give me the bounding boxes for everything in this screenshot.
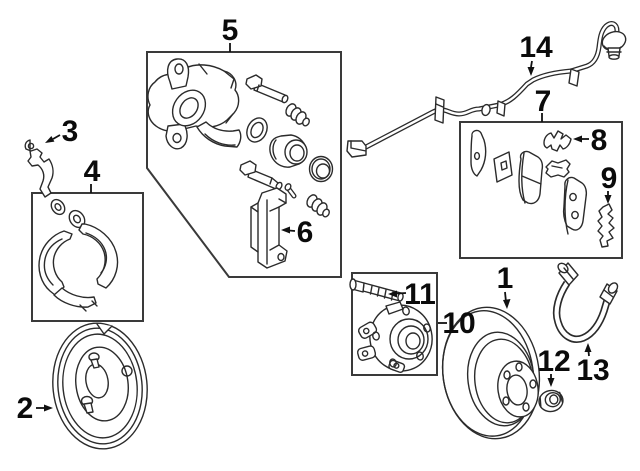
retainer-clip-lower	[545, 159, 571, 178]
callout-13: 13	[576, 343, 610, 387]
lever-pivot-hole	[27, 142, 35, 150]
wire-bracket-1	[434, 96, 445, 124]
wire-bracket-3	[568, 68, 580, 87]
parking-brake-shoe-kit	[38, 198, 119, 312]
callout-5-label: 5	[222, 14, 239, 47]
callout-12-label: 12	[537, 345, 570, 378]
rotor-center-bore	[506, 374, 528, 406]
kit-box-caliper	[146, 51, 342, 278]
callout-7: 7	[535, 85, 552, 122]
callout-12: 12	[537, 345, 571, 387]
caliper-ear-bottom	[165, 123, 188, 150]
pin-boot-upper	[285, 103, 310, 127]
callout-6-label: 6	[297, 216, 314, 249]
kit-box-hub	[351, 272, 438, 376]
wheel-stud	[349, 278, 404, 302]
callout-6: 6	[281, 216, 313, 249]
brake-pad-inner	[518, 150, 544, 205]
callout-9-label: 9	[601, 162, 618, 195]
shield-stud-bottom	[80, 395, 94, 414]
piston-seal	[246, 117, 268, 143]
callout-14: 14	[519, 31, 553, 76]
pin-boot-lower	[306, 194, 330, 218]
brake-caliper	[147, 58, 242, 150]
callout-2-label: 2	[17, 392, 34, 425]
wire-grommet-clip	[481, 103, 491, 117]
hub-ear-1	[357, 321, 378, 339]
callout-10: 10	[438, 307, 476, 340]
brake-shoe-right	[78, 223, 119, 289]
shield-notch	[96, 323, 113, 335]
rotor-bolt-holes	[502, 362, 537, 412]
hose-fitting-right	[599, 282, 619, 305]
piston-dust-boot	[308, 155, 334, 183]
rotor-hat	[497, 360, 539, 418]
callout-2: 2	[17, 392, 53, 425]
abs-sensor-wire	[346, 21, 627, 158]
retainer-clip-upper	[543, 130, 572, 152]
wire-bracket-2	[496, 100, 506, 117]
callout-4: 4	[84, 155, 101, 193]
callout-11-label: 11	[404, 278, 436, 311]
splash-shield	[52, 322, 148, 450]
hub-nut	[538, 389, 564, 413]
caliper-mount-bracket	[250, 187, 288, 269]
shoe-strut	[53, 287, 97, 308]
brake-pad-outer	[562, 176, 588, 235]
brake-shoe-left	[38, 230, 73, 296]
kit-box-pads	[459, 121, 623, 259]
callout-3-label: 3	[62, 115, 79, 148]
caliper-jaw	[196, 121, 242, 148]
guide-pin-upper	[245, 74, 289, 104]
callout-1: 1	[497, 262, 514, 309]
callout-8-label: 8	[591, 124, 608, 157]
kit-box-shoes	[31, 192, 144, 322]
hose-fitting-left	[557, 262, 579, 286]
callout-1-label: 1	[497, 262, 514, 295]
callout-8: 8	[573, 124, 607, 157]
sensor-head	[601, 30, 627, 60]
hub-ear-2	[356, 345, 377, 361]
callout-4-label: 4	[84, 155, 101, 188]
callout-14-label: 14	[519, 31, 553, 64]
parking-brake-lever	[24, 139, 54, 198]
callout-7-label: 7	[535, 85, 552, 118]
brake-pad-kit	[470, 129, 615, 248]
guide-pin-lower	[239, 160, 283, 191]
hub-bolt-holes	[372, 306, 431, 368]
pad-shim-inner	[493, 151, 513, 183]
caliper-piston	[269, 134, 308, 168]
brake-rotor	[441, 306, 541, 440]
callout-10-label: 10	[442, 307, 475, 340]
shield-side-hole	[121, 365, 133, 377]
shield-stud-top	[88, 352, 100, 369]
callout-5: 5	[222, 14, 239, 52]
callout-11: 11	[388, 278, 436, 311]
callout-3: 3	[45, 115, 78, 148]
bleeder-pin	[284, 183, 297, 199]
caliper-bore	[171, 89, 207, 127]
callout-13-label: 13	[576, 354, 609, 387]
callout-9: 9	[601, 162, 618, 204]
wear-indicator	[597, 203, 615, 248]
brake-hose	[552, 262, 619, 343]
